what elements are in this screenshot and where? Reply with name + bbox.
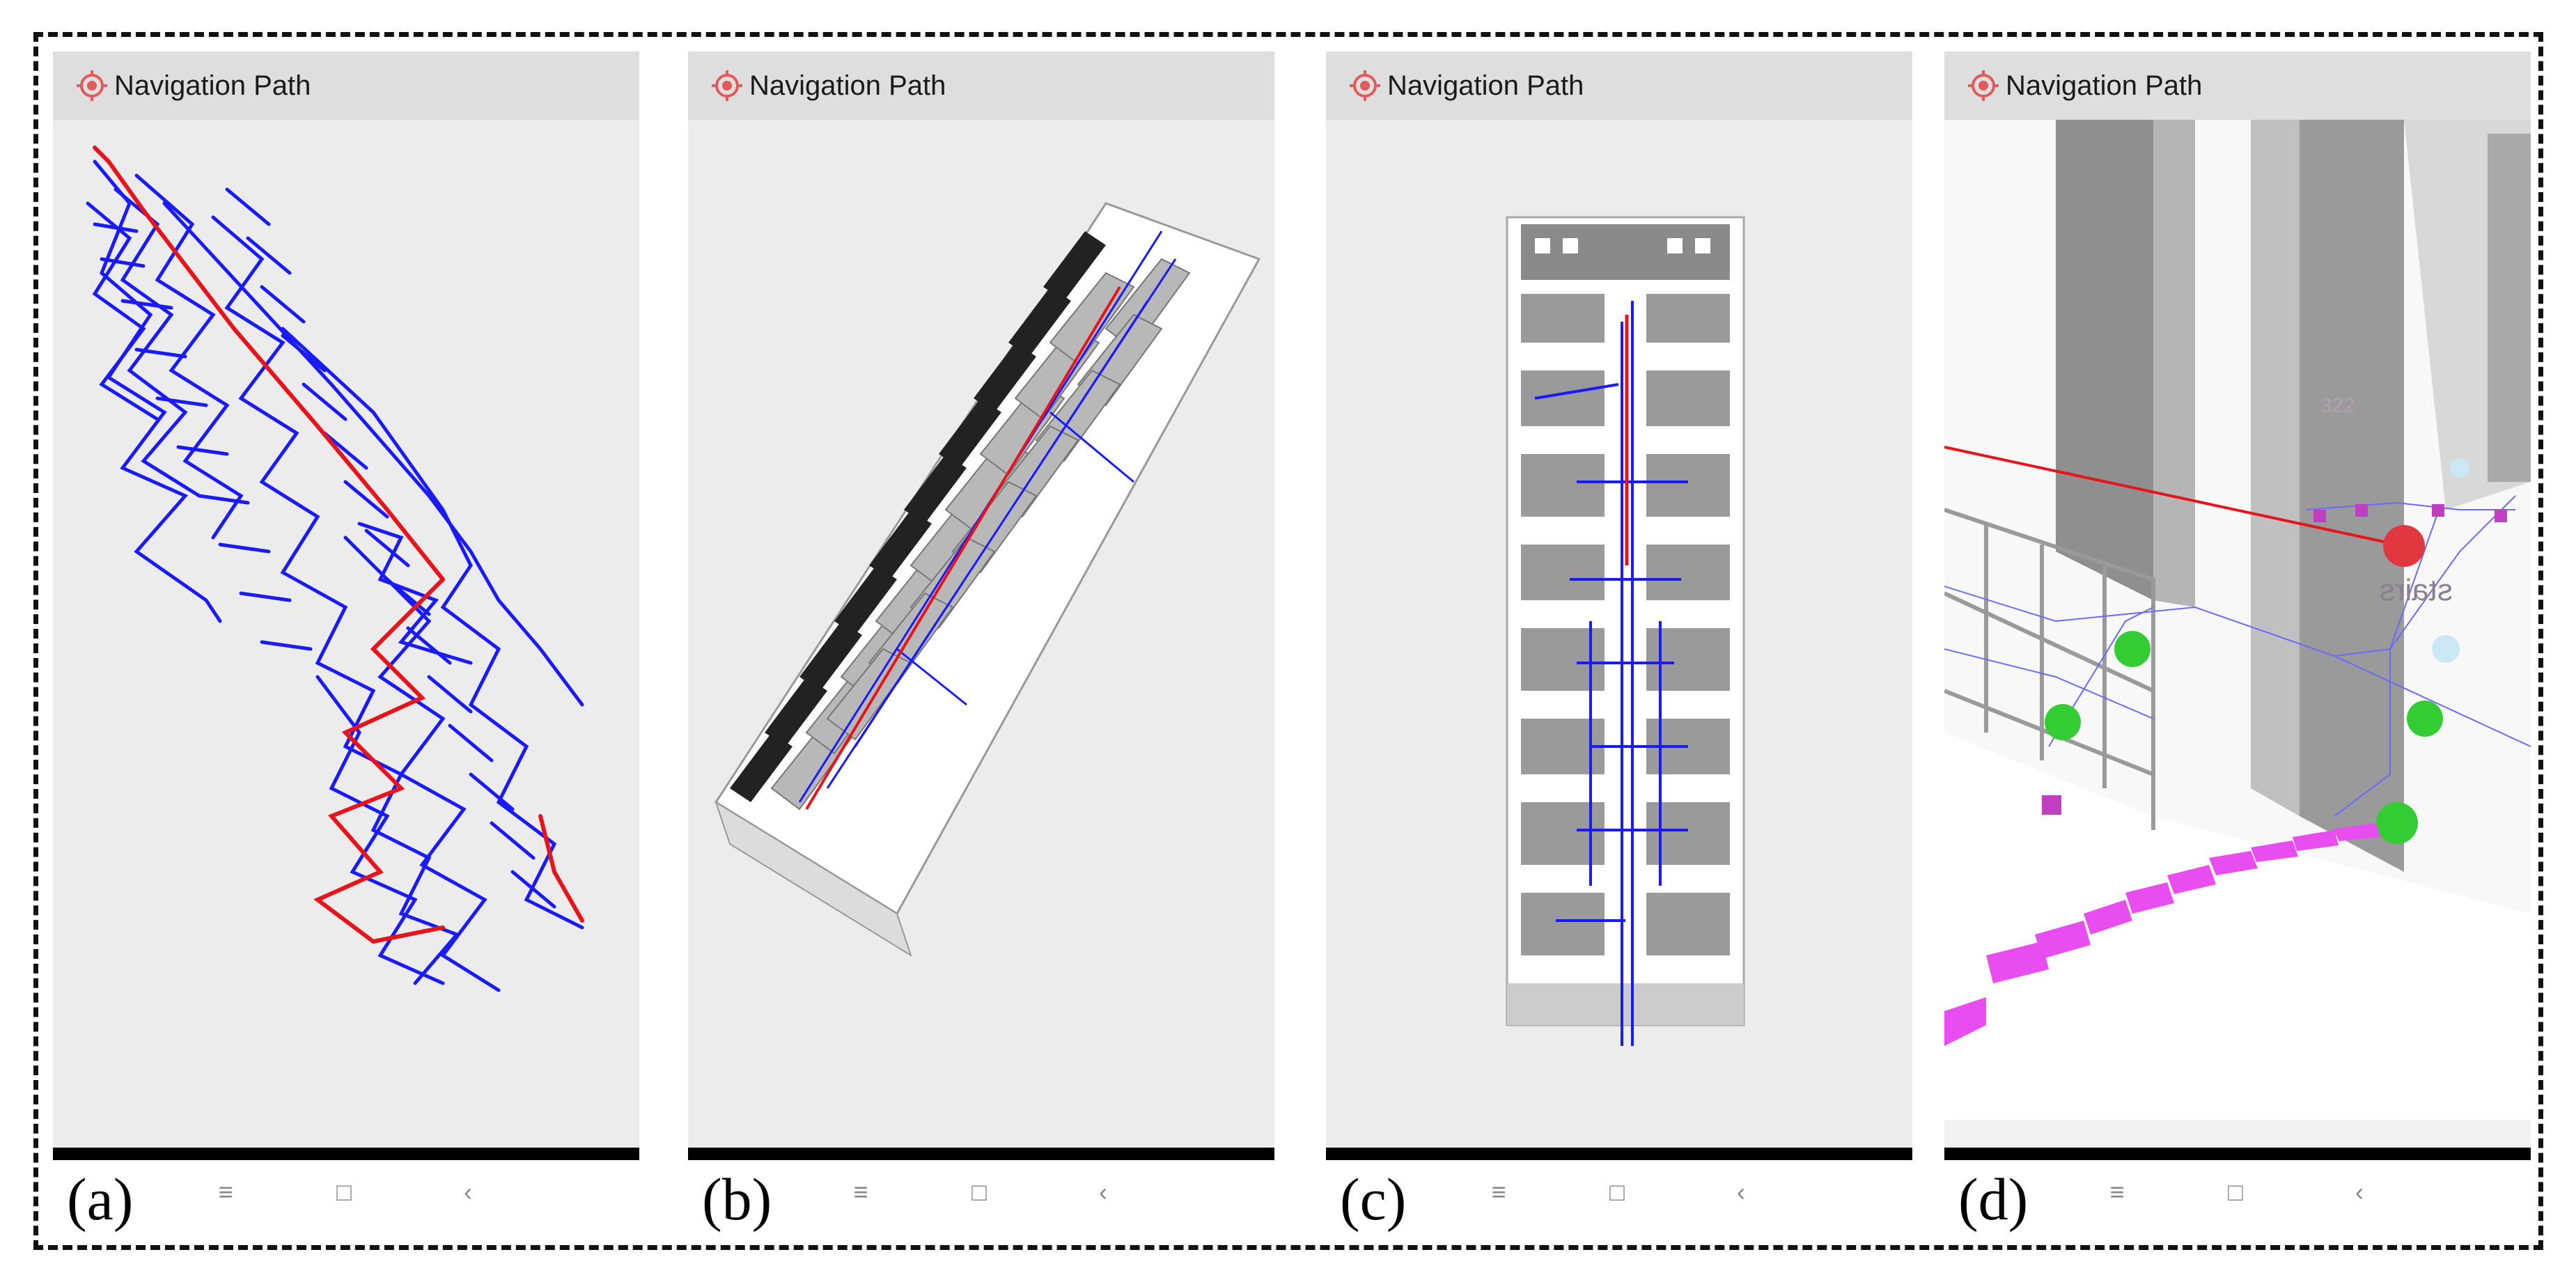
navigation-view-d[interactable]: 322 stairs xyxy=(1944,120,2531,1120)
app-title: Navigation Path xyxy=(1387,70,1584,101)
stairs-label: stairs xyxy=(2380,573,2453,607)
screen-bottom-bar xyxy=(53,1148,639,1160)
panel-label-d: (d) xyxy=(1958,1166,2029,1233)
menu-icon[interactable]: ≡ xyxy=(1491,1178,1506,1206)
location-target-icon[interactable] xyxy=(1350,70,1380,101)
screen-bottom-bar xyxy=(1944,1148,2531,1160)
home-icon[interactable]: □ xyxy=(2228,1178,2243,1206)
path-network-graphic-a xyxy=(86,146,584,992)
navigation-view-c[interactable] xyxy=(1326,120,1912,1120)
home-icon[interactable]: □ xyxy=(336,1178,352,1206)
app-bar-a: Navigation Path xyxy=(53,52,639,120)
location-target-icon[interactable] xyxy=(712,70,742,101)
phone-screen-b: Navigation Path xyxy=(688,52,1274,1160)
back-icon[interactable]: ‹ xyxy=(2355,1178,2364,1206)
phone-screen-d: Navigation Path xyxy=(1944,52,2531,1160)
room-number-label: 322 xyxy=(2320,394,2355,417)
app-title: Navigation Path xyxy=(114,70,311,101)
building-top-view-c xyxy=(1506,216,1745,1046)
system-nav-b: (b) ≡ □ ‹ xyxy=(688,1164,1274,1231)
menu-icon[interactable]: ≡ xyxy=(2109,1178,2125,1206)
app-title: Navigation Path xyxy=(2006,70,2203,101)
app-bar-b: Navigation Path xyxy=(688,52,1274,120)
screen-bottom-bar xyxy=(1326,1148,1912,1160)
menu-icon[interactable]: ≡ xyxy=(853,1178,868,1206)
ar-scene-d: 322 stairs xyxy=(1944,120,2531,1120)
back-icon[interactable]: ‹ xyxy=(1737,1178,1745,1206)
panel-label-b: (b) xyxy=(702,1166,772,1233)
app-bar-c: Navigation Path xyxy=(1326,52,1912,120)
back-icon[interactable]: ‹ xyxy=(464,1178,472,1206)
system-nav-c: (c) ≡ □ ‹ xyxy=(1326,1164,1912,1231)
phone-screen-c: Navigation Path xyxy=(1326,52,1912,1160)
panel-label-c: (c) xyxy=(1340,1166,1407,1233)
location-target-icon[interactable] xyxy=(77,70,107,101)
panel-label-a: (a) xyxy=(67,1166,134,1233)
app-title: Navigation Path xyxy=(749,70,946,101)
home-icon[interactable]: □ xyxy=(971,1178,987,1206)
back-icon[interactable]: ‹ xyxy=(1099,1178,1107,1206)
navigation-view-a[interactable] xyxy=(53,120,639,1120)
home-icon[interactable]: □ xyxy=(1609,1178,1625,1206)
menu-icon[interactable]: ≡ xyxy=(218,1178,233,1206)
screen-bottom-bar xyxy=(688,1148,1274,1160)
navigation-view-b[interactable] xyxy=(688,120,1274,1120)
figure-frame xyxy=(33,32,2543,1250)
phone-screen-a: Navigation Path xyxy=(53,52,639,1160)
system-nav-a: (a) ≡ □ ‹ xyxy=(53,1164,639,1231)
app-bar-d: Navigation Path xyxy=(1944,52,2531,120)
location-target-icon[interactable] xyxy=(1968,70,1999,101)
system-nav-d: (d) ≡ □ ‹ xyxy=(1944,1164,2531,1231)
building-3d-view-b xyxy=(714,202,1261,957)
